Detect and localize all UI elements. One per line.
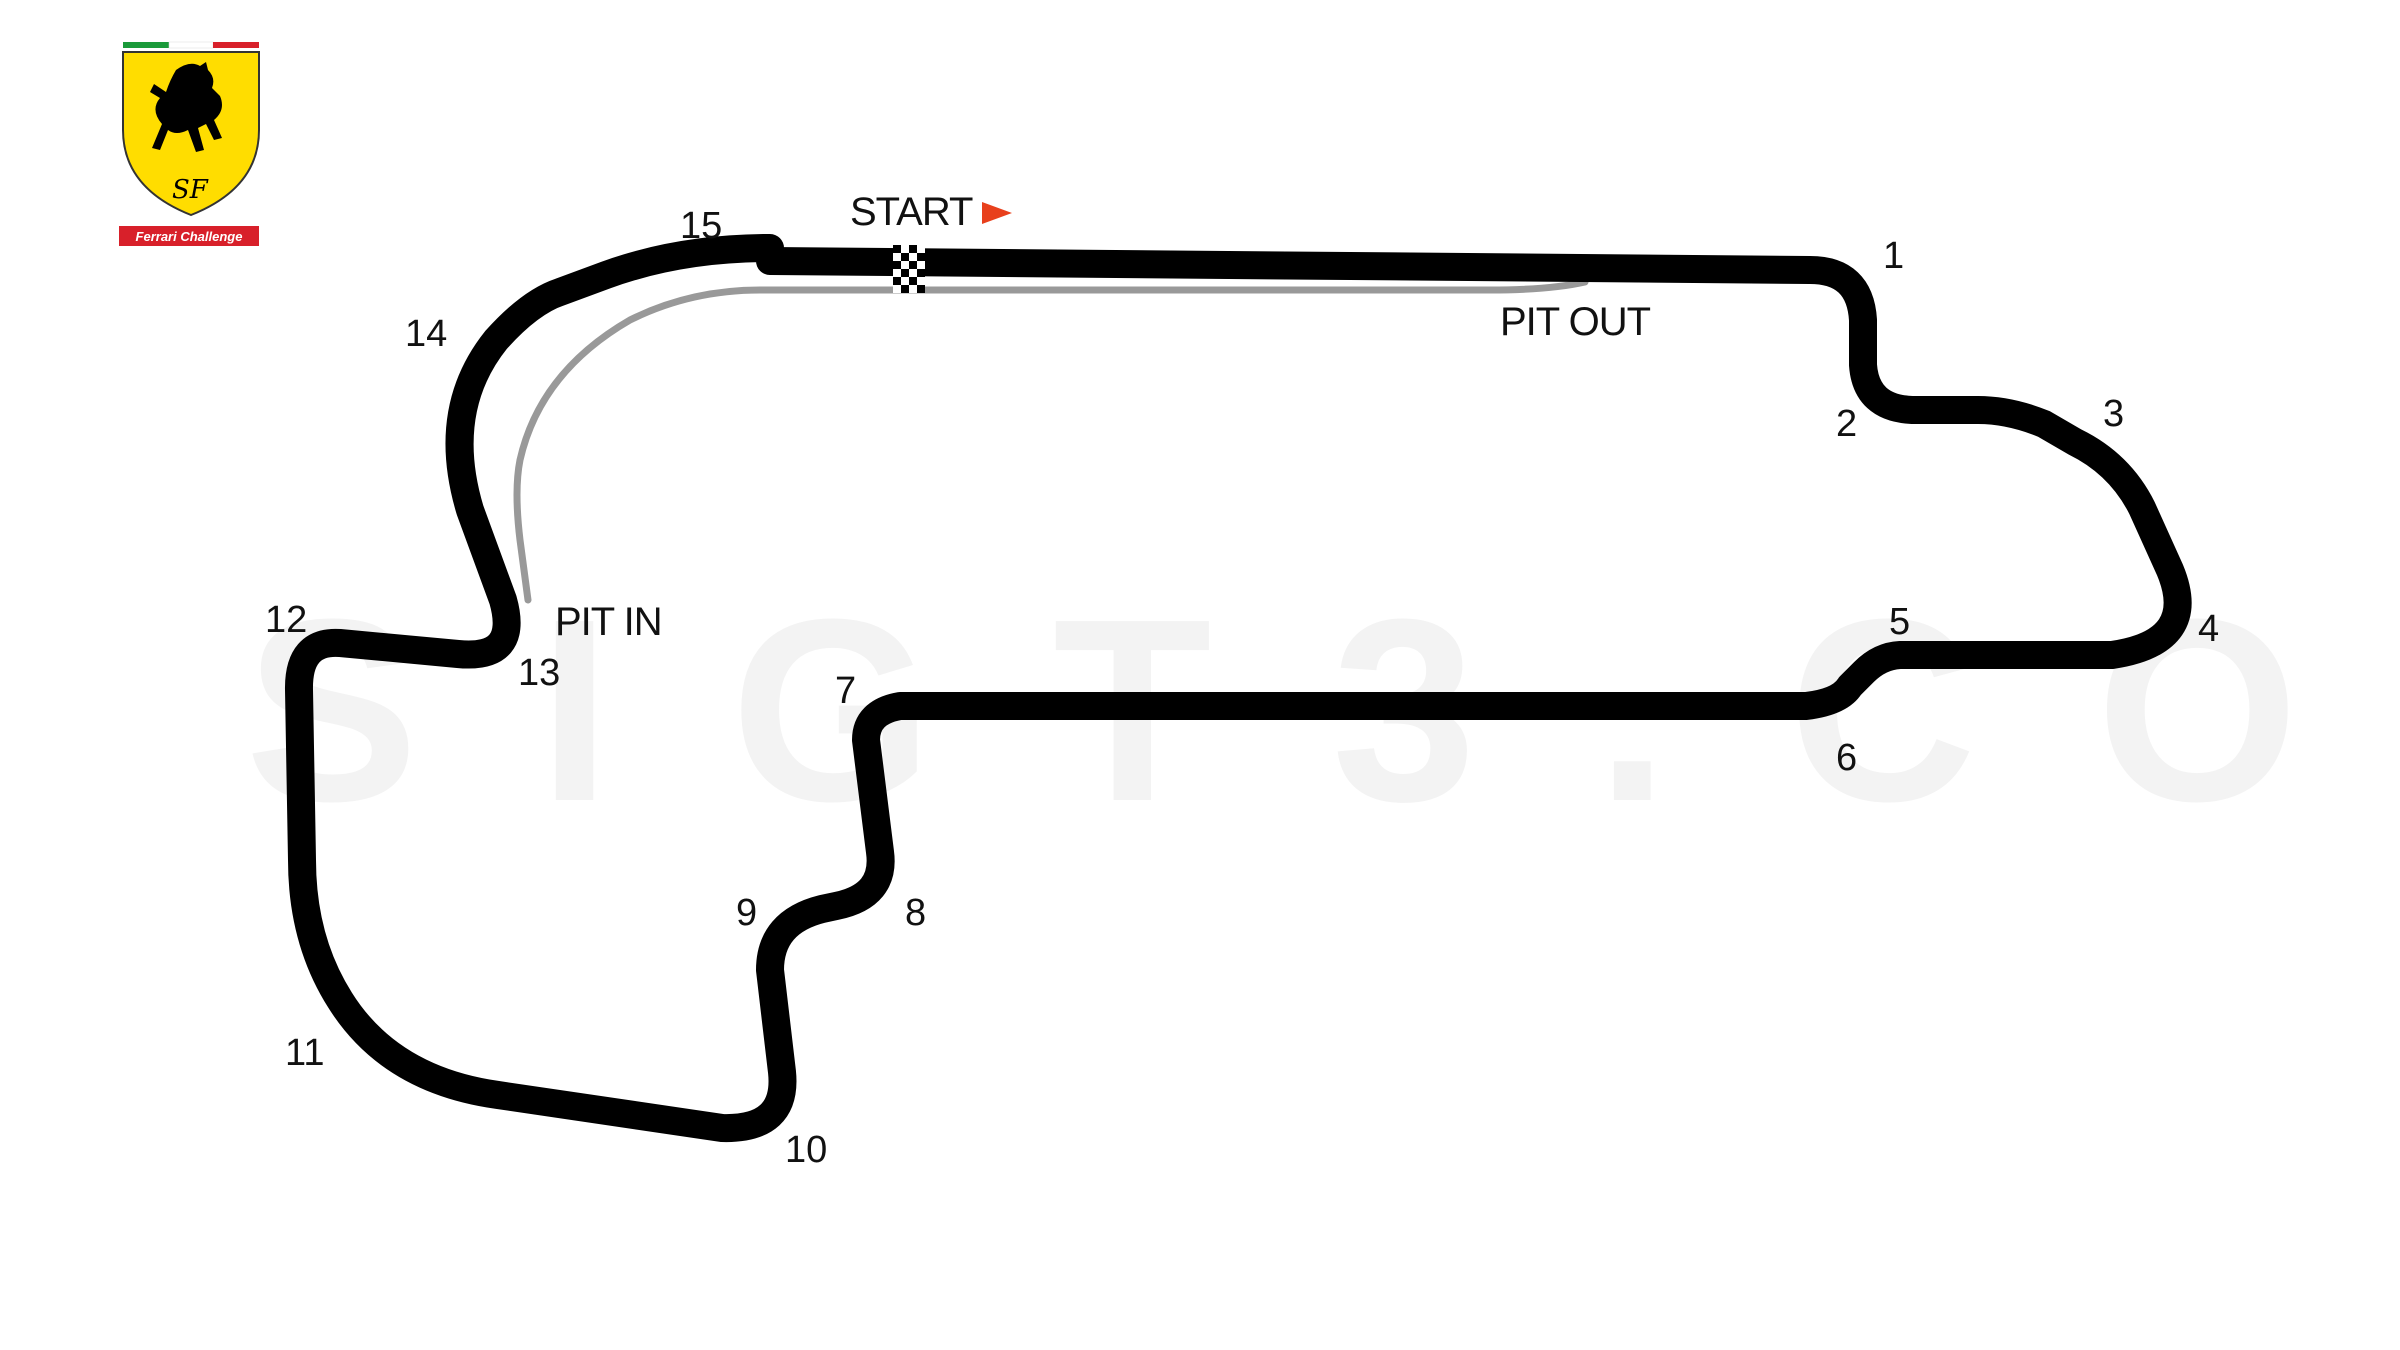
corner-9: 9 [736,892,757,934]
corner-5: 5 [1889,601,1910,643]
checker-square [901,253,909,261]
corner-6: 6 [1836,737,1857,779]
corner-14: 14 [405,313,447,355]
triangle-right-icon [982,202,1012,224]
corner-12: 12 [265,599,307,641]
corner-13: 13 [518,652,560,694]
checker-square [893,269,901,277]
ferrari-challenge-logo: SF Ferrari Challenge [119,41,260,246]
italy-flag-white [168,41,214,49]
start-label: START [850,190,973,234]
checker-square [893,261,901,269]
italy-flag-red [213,42,259,48]
italy-flag-green [123,42,169,48]
checker-square [917,261,925,269]
checker-square [901,245,909,253]
checker-square [909,277,917,285]
prancing-horse-icon [150,62,222,152]
logo-initials: SF [172,175,209,205]
logo-banner [119,226,259,246]
corner-2: 2 [1836,403,1857,445]
checker-square [909,253,917,261]
checker-square [893,277,901,285]
corner-11: 11 [285,1032,324,1074]
checker-square [917,269,925,277]
checker-square [917,277,925,285]
corner-4: 4 [2198,608,2219,650]
logo-banner-text: Ferrari Challenge [136,229,243,244]
checker-square [909,269,917,277]
pit-lane [513,278,1589,604]
corner-1: 1 [1883,235,1904,277]
corner-15: 15 [680,205,722,247]
checker-square [893,253,901,261]
checker-square [917,253,925,261]
checker-square [909,285,917,293]
corner-3: 3 [2103,393,2124,435]
checker-square [909,245,917,253]
checker-square [901,269,909,277]
checker-square [893,245,901,253]
checker-square [901,277,909,285]
checker-square [909,261,917,269]
checkered-flag-icon [893,245,925,293]
pit-out-label: PIT OUT [1500,300,1651,344]
checker-square [901,261,909,269]
checker-square [893,285,901,293]
pit-in-label: PIT IN [555,600,662,644]
checker-square [917,285,925,293]
checker-square [917,245,925,253]
corner-8: 8 [905,892,926,934]
corner-7: 7 [835,670,856,712]
checker-square [901,285,909,293]
race-track [285,234,2192,1143]
corner-10: 10 [785,1129,827,1171]
